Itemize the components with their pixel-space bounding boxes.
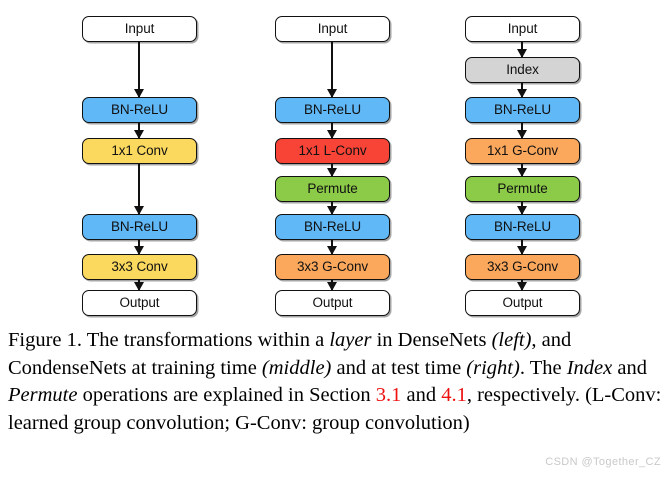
caption-emphasis-middle: (middle) — [261, 356, 332, 379]
node-output[interactable]: Output — [82, 290, 197, 316]
node-bn-relu-2[interactable]: BN-ReLU — [275, 214, 390, 240]
arrow-input-to-index — [517, 42, 527, 58]
watermark-text: CSDN @Together_CZ — [545, 456, 661, 468]
arrow-input-to-bnrelu — [327, 42, 337, 98]
arrow-lconv-to-permute — [327, 164, 337, 177]
node-bn-relu-1[interactable]: BN-ReLU — [275, 97, 390, 123]
caption-section-ref-4-1[interactable]: 4.1 — [441, 384, 467, 406]
arrow-conv1x1-to-bnrelu — [134, 164, 144, 215]
node-input[interactable]: Input — [275, 16, 390, 42]
node-1x1-l-conv[interactable]: 1x1 L-Conv — [275, 138, 390, 164]
caption-part-5: . The — [519, 356, 567, 379]
caption-part-1: Figure 1. The transformations within a — [8, 329, 330, 351]
node-3x3-g-conv[interactable]: 3x3 G-Conv — [465, 254, 580, 280]
arrow-conv3x3-to-output — [134, 280, 144, 291]
node-input[interactable]: Input — [465, 16, 580, 42]
caption-part-3: , and CondenseNets at training time — [8, 329, 572, 379]
node-3x3-conv[interactable]: 3x3 Conv — [82, 254, 197, 280]
arrow-bnrelu-to-conv3x3 — [134, 240, 144, 255]
node-output[interactable]: Output — [465, 290, 580, 316]
node-index[interactable]: Index — [465, 57, 580, 83]
caption-emphasis-layer: layer — [329, 329, 372, 351]
node-bn-relu-2[interactable]: BN-ReLU — [82, 214, 197, 240]
node-bn-relu-1[interactable]: BN-ReLU — [465, 97, 580, 123]
caption-emphasis-right: (right) — [466, 356, 520, 379]
node-output[interactable]: Output — [275, 290, 390, 316]
arrow-bnrelu-to-gconv1x1 — [517, 123, 527, 139]
arrow-bnrelu-to-lconv — [327, 123, 337, 139]
arrow-permute-to-bnrelu — [517, 202, 527, 215]
node-bn-relu-2[interactable]: BN-ReLU — [465, 214, 580, 240]
caption-part-7: operations are explained in Section — [77, 384, 376, 406]
node-1x1-conv[interactable]: 1x1 Conv — [82, 138, 197, 164]
caption-part-4: and at test time — [331, 356, 467, 379]
node-permute[interactable]: Permute — [465, 176, 580, 202]
caption-part-9: , respectively. (L-Conv: learned group c… — [8, 384, 662, 434]
figure-caption: Figure 1. The transformations within a l… — [8, 327, 663, 437]
arrow-permute-to-bnrelu — [327, 202, 337, 215]
caption-part-6: and — [612, 356, 647, 379]
arrow-index-to-bnrelu — [517, 83, 527, 98]
node-input[interactable]: Input — [82, 16, 197, 42]
densenet-condensenet-flowchart: Input BN-ReLU 1x1 Conv BN-ReLU 3x3 Conv … — [82, 0, 582, 320]
caption-part-2: in DenseNets — [371, 329, 492, 351]
arrow-gconv1x1-to-permute — [517, 164, 527, 177]
flow-column-right: Input Index BN-ReLU 1x1 G-Conv Permute B… — [465, 0, 582, 320]
flow-column-middle: Input BN-ReLU 1x1 L-Conv Permute BN-ReLU… — [275, 0, 392, 320]
arrow-gconv3x3-to-output — [517, 280, 527, 291]
flow-column-left: Input BN-ReLU 1x1 Conv BN-ReLU 3x3 Conv … — [82, 0, 199, 320]
caption-emphasis-permute: Permute — [8, 384, 78, 406]
arrow-bnrelu-to-conv1x1 — [134, 123, 144, 139]
arrow-bnrelu-to-gconv — [327, 240, 337, 255]
node-3x3-g-conv[interactable]: 3x3 G-Conv — [275, 254, 390, 280]
node-permute[interactable]: Permute — [275, 176, 390, 202]
caption-section-ref-3-1[interactable]: 3.1 — [375, 384, 402, 406]
arrow-gconv-to-output — [327, 280, 337, 291]
caption-emphasis-left: (left) — [491, 329, 532, 351]
caption-emphasis-index: Index — [566, 356, 613, 379]
node-1x1-g-conv[interactable]: 1x1 G-Conv — [465, 138, 580, 164]
node-bn-relu-1[interactable]: BN-ReLU — [82, 97, 197, 123]
arrow-bnrelu-to-gconv3x3 — [517, 240, 527, 255]
caption-part-8: and — [401, 384, 442, 406]
arrow-input-to-bnrelu — [134, 42, 144, 98]
